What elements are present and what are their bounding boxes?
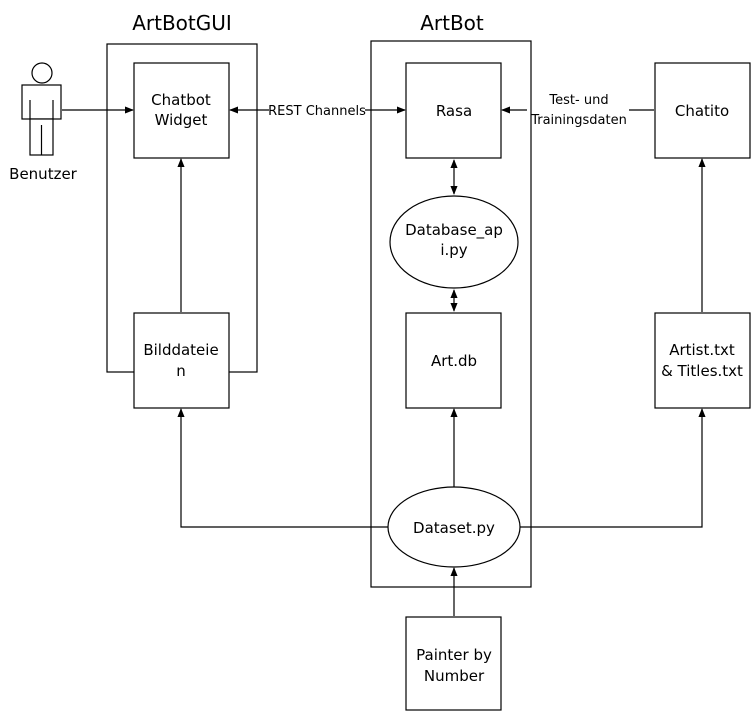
actor-benutzer: Benutzer — [9, 165, 78, 183]
chatito-label: Chatito — [675, 102, 729, 120]
database-api-line-2: i.py — [440, 241, 467, 259]
painter-line-2: Number — [424, 667, 485, 685]
chatbot-widget-line-1: Chatbot — [151, 91, 211, 109]
dataset-label: Dataset.py — [413, 519, 495, 537]
edge-dataset-to-artist-titles — [520, 408, 706, 528]
training-label-line-2: Trainingsdaten — [530, 113, 627, 128]
training-label-line-1: Test- und — [548, 93, 608, 108]
node-artist-titles — [654, 312, 751, 409]
artbotgui-title: ArtBotGUI — [132, 11, 232, 35]
bilddateien-line-2: n — [176, 362, 186, 380]
node-chatito — [654, 62, 751, 159]
rest-channels-label: REST Channels — [268, 104, 366, 119]
rasa-label: Rasa — [436, 102, 472, 120]
artbot-title: ArtBot — [420, 11, 484, 35]
node-rasa — [405, 62, 502, 159]
node-chatbot-widget — [133, 62, 230, 159]
node-art-db — [405, 312, 502, 409]
chatbot-widget-line-2: Widget — [155, 111, 208, 129]
database-api-line-1: Database_ap — [405, 221, 503, 240]
art-db-label: Art.db — [431, 352, 477, 370]
bilddateien-line-1: Bilddateie — [143, 341, 218, 359]
artist-titles-line-2: & Titles.txt — [661, 362, 743, 380]
person-icon — [21, 62, 62, 156]
artbot-container — [370, 40, 532, 588]
node-bilddateien — [133, 312, 230, 409]
artist-titles-line-1: Artist.txt — [669, 341, 735, 359]
node-painter-by-number — [405, 616, 502, 711]
edge-dataset-to-bilddateien — [177, 408, 388, 528]
painter-line-1: Painter by — [416, 646, 492, 664]
node-database-api — [389, 195, 519, 289]
